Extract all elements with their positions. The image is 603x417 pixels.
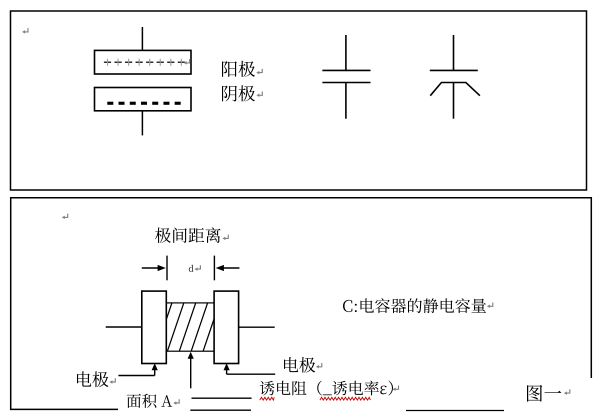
paragraph-mark-icon: [61, 213, 69, 220]
anode-label[interactable]: [222, 60, 256, 77]
paragraph-mark-icon: [21, 27, 29, 35]
electrode-left-arrow-head: [151, 363, 158, 371]
paragraph-mark-icon: [193, 264, 201, 272]
dim-arrow-right-head: [215, 264, 224, 272]
dim-arrow-left-head: [157, 264, 166, 272]
paragraph-mark-icon: [172, 398, 180, 406]
paragraph-mark-icon: [563, 388, 571, 396]
top-frame-border[interactable]: [9, 10, 588, 191]
plus-signs-vertical: [106, 58, 182, 66]
capacitance-label[interactable]: [342, 298, 486, 314]
electrode-left: [141, 290, 168, 365]
bottom-frame-border[interactable]: [9, 196, 593, 411]
dielectric-label[interactable]: [259, 380, 394, 396]
polarized-curved-plate: [429, 81, 481, 97]
minus-signs: [107, 101, 181, 105]
cathode-label[interactable]: [222, 85, 255, 102]
negative-plate: [93, 86, 192, 112]
figure-caption[interactable]: [526, 385, 562, 402]
electrode-right: [213, 290, 240, 365]
paragraph-mark-icon: [315, 362, 323, 370]
gap-dimension-lines[interactable]: [141, 255, 240, 281]
paragraph-mark-icon: [392, 384, 400, 392]
gap-dimension-label[interactable]: [188, 264, 194, 272]
paragraph-mark-icon: [255, 68, 263, 75]
paragraph-mark-icon: [255, 90, 263, 98]
paragraph-mark-icon: [486, 301, 494, 309]
paragraph-mark-icon: [221, 234, 229, 241]
area-arrow-head: [187, 351, 194, 359]
polarized-capacitor-symbol[interactable]: [429, 35, 481, 119]
dielectric-hatching: [166, 302, 215, 352]
electrode-right-arrow-head: [223, 363, 230, 371]
charged-plates-drawing[interactable]: [93, 27, 192, 136]
callout-arrows[interactable]: [118, 351, 276, 389]
area-label[interactable]: [126, 393, 173, 408]
electrode-label-right[interactable]: [284, 357, 316, 373]
spellcheck-squiggle-2: [319, 396, 371, 401]
gap-distance-label[interactable]: [155, 227, 221, 243]
paragraph-mark-icon: [108, 377, 116, 385]
spellcheck-squiggle-1: [259, 396, 275, 402]
electrode-label-left[interactable]: [76, 371, 109, 388]
capacitor-construction-drawing[interactable]: [105, 290, 275, 365]
dielectric-body: [166, 302, 215, 352]
capacitor-symbol[interactable]: [322, 35, 371, 119]
